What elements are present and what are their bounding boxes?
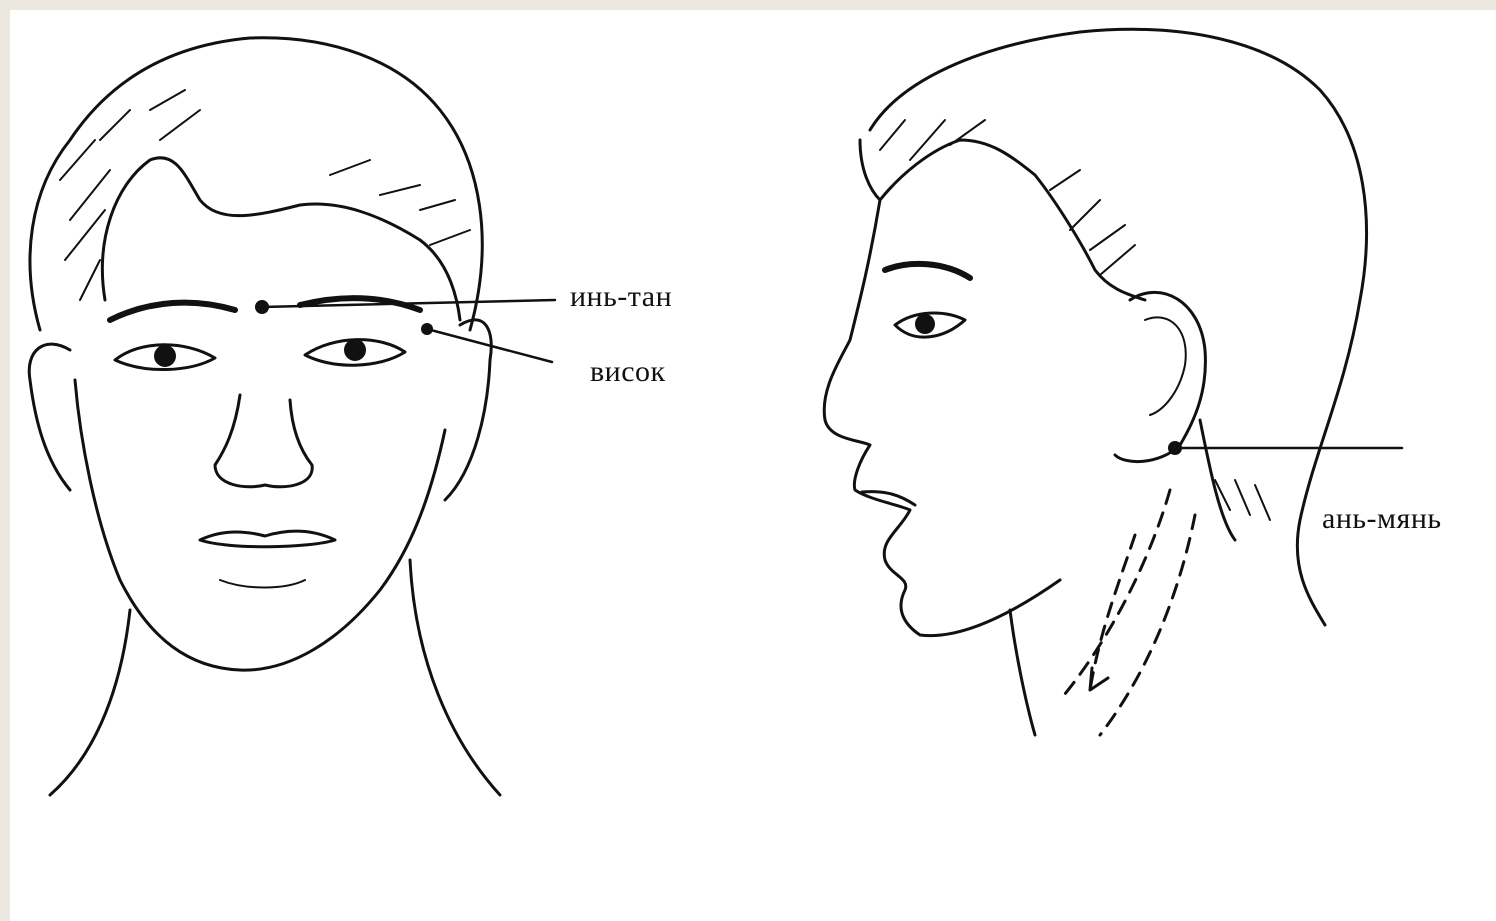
- label-yin-tang: инь-тан: [570, 280, 672, 314]
- massage-direction-line-2: [1100, 515, 1195, 735]
- side-hairline: [860, 140, 1145, 300]
- front-nose: [215, 395, 312, 487]
- front-right-pupil: [344, 339, 366, 361]
- side-neck-back: [1200, 420, 1235, 540]
- massage-direction-line-1: [1060, 490, 1170, 700]
- side-pupil: [915, 314, 935, 334]
- side-view-head: [824, 29, 1402, 735]
- front-hairline: [102, 158, 460, 320]
- front-left-eyebrow: [110, 303, 235, 320]
- label-temple: висок: [590, 355, 666, 389]
- front-view-head: [29, 38, 555, 795]
- side-eyebrow: [885, 264, 970, 278]
- front-left-pupil: [154, 345, 176, 367]
- massage-direction-line-3: [1090, 535, 1135, 690]
- diagram-sheet: инь-тан висок ань-мянь: [10, 10, 1496, 921]
- front-neck: [50, 560, 500, 795]
- label-an-mian: ань-мянь: [1322, 502, 1442, 536]
- side-skull-outline: [870, 29, 1367, 625]
- front-chin-lines: [220, 580, 305, 588]
- side-ear-inner: [1145, 317, 1186, 415]
- side-hair-strands: [880, 120, 1270, 520]
- front-right-ear: [445, 320, 491, 500]
- front-mouth: [200, 531, 335, 547]
- acupoints-illustration: [10, 10, 1496, 921]
- front-left-ear: [29, 344, 70, 490]
- front-face-outline: [75, 380, 445, 670]
- side-neck-front: [1010, 610, 1035, 735]
